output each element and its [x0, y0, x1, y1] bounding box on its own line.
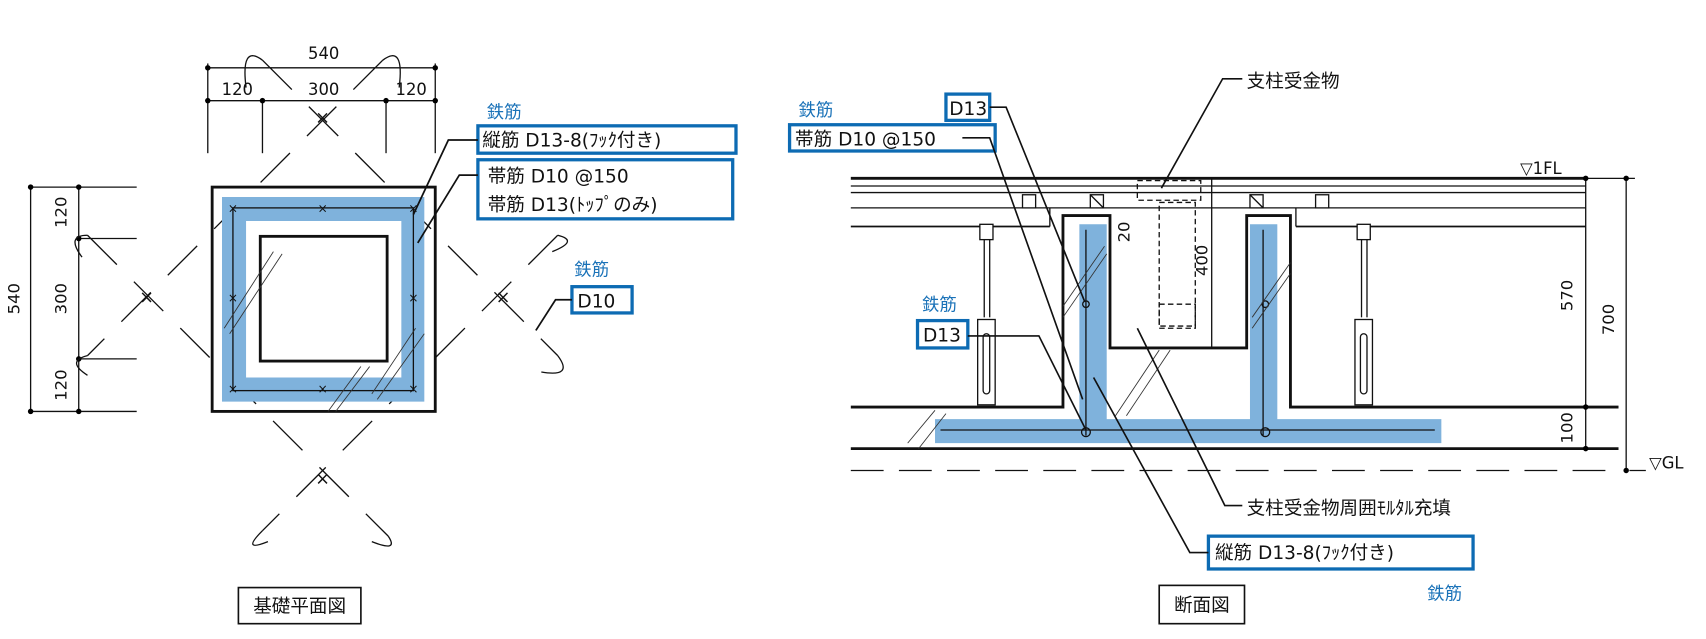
svg-text:×: × — [318, 201, 328, 215]
rebar-heading: 鉄筋 — [487, 103, 522, 123]
hoop-label-1: 帯筋 D10 @150 — [488, 167, 629, 188]
support-hardware-label: 支柱受金物 — [1247, 72, 1340, 93]
mortar-fill-label: 支柱受金物周囲ﾓﾙﾀﾙ充填 — [1247, 498, 1451, 519]
leader-line — [417, 174, 478, 244]
d13-top-box — [944, 92, 992, 123]
dim-400: 400 — [1192, 245, 1211, 276]
rebar-highlight-band — [221, 196, 425, 402]
dim-center-vertical: 300 — [52, 283, 71, 314]
section-title: 断面図 — [1174, 596, 1230, 617]
dim-570: 570 — [1558, 280, 1577, 311]
foundation-outline — [210, 185, 437, 413]
svg-text:×: × — [228, 382, 238, 396]
dim-20: 20 — [1115, 222, 1134, 243]
floor-support-post — [977, 223, 1374, 406]
d13-mid-label: D13 — [923, 325, 961, 346]
dim-left: 120 — [222, 80, 253, 99]
section-title-box — [1158, 584, 1246, 625]
rebar-heading-bottom: 鉄筋 — [1427, 585, 1462, 605]
svg-text:×: × — [408, 291, 418, 305]
section-view: 570 100 700 400 20 ▽1FL ▽GL 支柱受金物 鉄筋 D13… — [787, 72, 1684, 625]
svg-text:×: × — [139, 288, 154, 308]
rebar-highlight-band — [935, 224, 1442, 444]
svg-text:×: × — [228, 291, 238, 305]
rebar-heading-top: 鉄筋 — [798, 101, 833, 121]
svg-text:×: × — [408, 201, 418, 215]
plan-title: 基礎平面図 — [253, 597, 346, 618]
dim-right: 120 — [396, 80, 427, 99]
hoop-label-box — [787, 123, 997, 153]
svg-text:×: × — [408, 382, 418, 396]
leader-line — [535, 298, 572, 331]
diag-label: D10 — [577, 291, 615, 312]
vertical-bar-label: 縦筋 D13-8(ﾌｯｸ付き) — [1215, 543, 1394, 564]
post-pocket — [258, 234, 389, 363]
svg-text:×: × — [315, 109, 330, 129]
foundation-outline — [850, 214, 1619, 409]
hatching — [907, 245, 1291, 449]
support-hardware-outline — [1158, 201, 1196, 329]
plan-title-box — [237, 586, 362, 625]
hoop-bar — [232, 207, 415, 392]
left-dimensions: 540 120 300 120 — [5, 184, 137, 415]
top-dimensions: 540 120 300 120 — [205, 44, 438, 154]
hoop-label-2: 帯筋 D13(ﾄｯﾌﾟのみ) — [488, 195, 658, 216]
hatching — [223, 251, 425, 412]
foundation-plan: 540 120 300 120 540 120 300 120 — [5, 44, 738, 625]
bar-x-marks: × × × × × × × × × × × × — [139, 109, 510, 490]
svg-text:×: × — [315, 470, 330, 490]
leader-line — [412, 139, 478, 215]
d13-mid-box — [915, 318, 970, 350]
diag-label-box — [570, 285, 634, 315]
svg-text:×: × — [496, 288, 511, 308]
dim-center: 300 — [308, 80, 339, 99]
d13-top-label: D13 — [949, 99, 987, 120]
fl-label: ▽1FL — [1520, 159, 1562, 178]
diag-rebar-heading: 鉄筋 — [574, 261, 609, 281]
dim-100: 100 — [1558, 412, 1577, 443]
vertical-bar-label: 縦筋 D13-8(ﾌｯｸ付き) — [482, 131, 661, 152]
dim-total: 540 — [308, 44, 339, 63]
joists — [1021, 194, 1330, 209]
hoop-label: 帯筋 D10 @150 — [795, 130, 936, 151]
dim-top-vertical: 120 — [52, 197, 71, 228]
dim-700: 700 — [1599, 304, 1618, 335]
vertical-bar-label-box — [476, 124, 738, 155]
dim-total-vertical: 540 — [5, 283, 24, 314]
svg-text:×: × — [318, 382, 328, 396]
rebar-heading-mid: 鉄筋 — [922, 296, 957, 316]
gl-label: ▽GL — [1649, 453, 1684, 472]
hoop-label-box — [476, 158, 735, 221]
dim-bottom-vertical: 120 — [52, 369, 71, 400]
svg-text:×: × — [228, 201, 238, 215]
